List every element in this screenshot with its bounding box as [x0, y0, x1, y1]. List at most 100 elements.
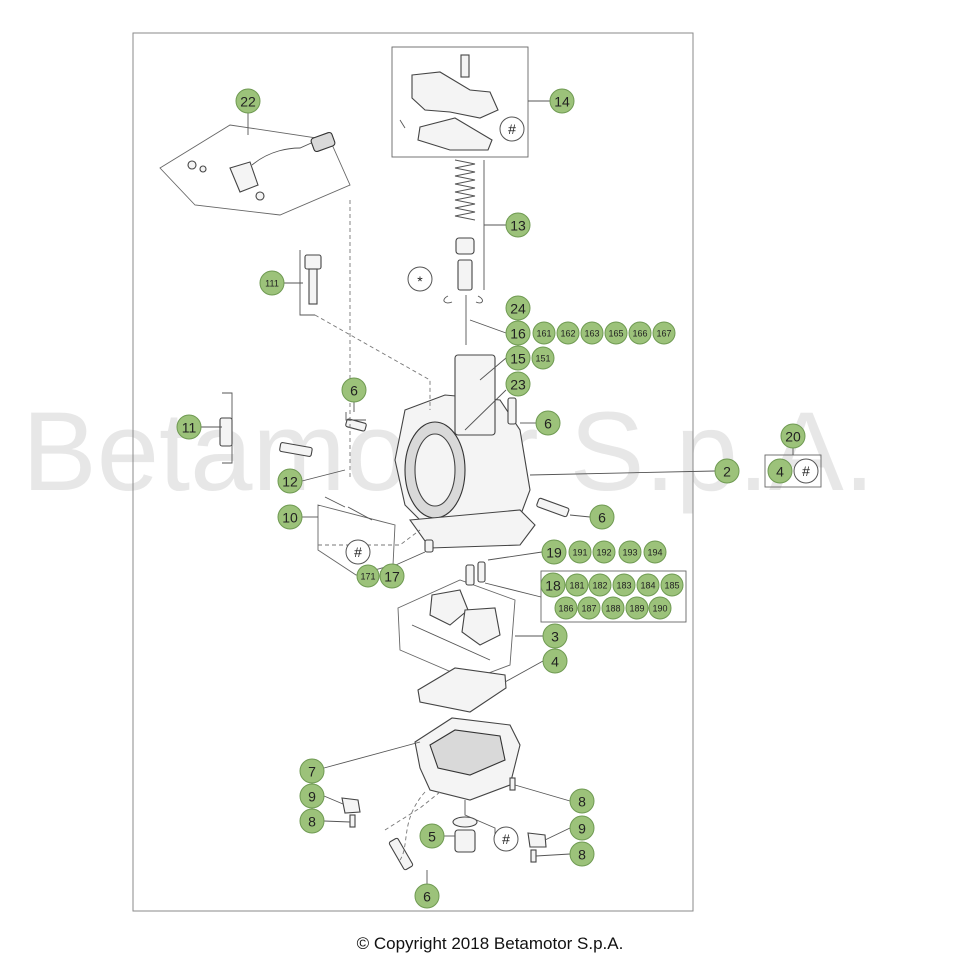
- callout-c7[interactable]: 7: [299, 758, 325, 784]
- callout-label: 7: [308, 764, 316, 780]
- callout-c6a[interactable]: 6: [341, 377, 367, 403]
- callout-c24[interactable]: 24: [505, 295, 531, 321]
- mark-label: #: [802, 463, 810, 479]
- diagram-frame: [132, 32, 694, 912]
- callout-c190[interactable]: 190: [648, 596, 672, 620]
- screws-and-brackets: [341, 777, 547, 863]
- callout-label: 185: [664, 581, 679, 591]
- callout-c188[interactable]: 188: [601, 596, 625, 620]
- callout-c193[interactable]: 193: [618, 540, 642, 564]
- mark-layer: #*###: [345, 116, 819, 852]
- callout-label: 161: [536, 329, 551, 339]
- callout-c184[interactable]: 184: [636, 573, 660, 597]
- callout-c23[interactable]: 23: [505, 371, 531, 397]
- callout-c187[interactable]: 187: [577, 596, 601, 620]
- callout-c6d[interactable]: 6: [414, 883, 440, 909]
- callout-c185[interactable]: 185: [660, 573, 684, 597]
- callout-label: 5: [428, 829, 436, 845]
- callout-c6c[interactable]: 6: [589, 504, 615, 530]
- callout-c8c[interactable]: 8: [569, 841, 595, 867]
- part-22-sensor-cable: [187, 131, 336, 201]
- callout-c186[interactable]: 186: [554, 596, 578, 620]
- callout-c5[interactable]: 5: [419, 823, 445, 849]
- callout-label: 6: [423, 889, 431, 905]
- callout-label: 190: [652, 604, 667, 614]
- callout-c12[interactable]: 12: [277, 468, 303, 494]
- part-14-top-cover: [399, 54, 499, 151]
- callout-label: 8: [578, 794, 586, 810]
- callout-c14[interactable]: 14: [549, 88, 575, 114]
- callout-c9b[interactable]: 9: [569, 815, 595, 841]
- callout-c111[interactable]: 111: [259, 270, 285, 296]
- callout-c192[interactable]: 192: [592, 540, 616, 564]
- callout-c16[interactable]: 16: [505, 320, 531, 346]
- callout-c2[interactable]: 2: [714, 458, 740, 484]
- callout-c8a[interactable]: 8: [569, 788, 595, 814]
- part-111-choke: [304, 254, 322, 305]
- mark-label: #: [354, 544, 362, 560]
- callout-c183[interactable]: 183: [612, 573, 636, 597]
- callout-c151[interactable]: 151: [531, 346, 555, 370]
- callout-c4[interactable]: 4: [542, 648, 568, 674]
- callout-label: 189: [629, 604, 644, 614]
- callout-label: 18: [545, 578, 561, 594]
- callout-label: 163: [584, 329, 599, 339]
- callout-c13[interactable]: 13: [505, 212, 531, 238]
- callout-c162[interactable]: 162: [556, 321, 580, 345]
- callout-c191[interactable]: 191: [568, 540, 592, 564]
- callout-c166[interactable]: 166: [628, 321, 652, 345]
- callout-c11[interactable]: 11: [176, 414, 202, 440]
- callout-c189[interactable]: 189: [625, 596, 649, 620]
- callout-c171[interactable]: 171: [356, 564, 380, 588]
- callout-label: 194: [647, 548, 662, 558]
- group-box-14: [391, 46, 529, 158]
- callout-c167[interactable]: 167: [652, 321, 676, 345]
- callout-label: 6: [598, 510, 606, 526]
- callout-c165[interactable]: 165: [604, 321, 628, 345]
- callout-label: 20: [785, 429, 801, 445]
- callout-label: 111: [265, 279, 279, 289]
- callout-label: 19: [546, 545, 562, 561]
- callout-c181[interactable]: 181: [565, 573, 589, 597]
- mark-m5: #: [493, 826, 519, 852]
- callout-c17[interactable]: 17: [379, 563, 405, 589]
- callout-c161[interactable]: 161: [532, 321, 556, 345]
- mark-m14: #: [499, 116, 525, 142]
- group-box-22: [159, 124, 351, 216]
- callout-c10[interactable]: 10: [277, 504, 303, 530]
- part-3-float: [411, 589, 501, 661]
- callout-label: 6: [350, 383, 358, 399]
- callout-c182[interactable]: 182: [588, 573, 612, 597]
- callout-label: 12: [282, 474, 298, 490]
- callout-label: 188: [605, 604, 620, 614]
- callout-c8b[interactable]: 8: [299, 808, 325, 834]
- callout-c20[interactable]: 20: [780, 423, 806, 449]
- callout-label: 162: [560, 329, 575, 339]
- callout-c15[interactable]: 15: [505, 345, 531, 371]
- callout-label: 11: [182, 420, 197, 436]
- callout-label: 24: [510, 301, 526, 317]
- callout-c22[interactable]: 22: [235, 88, 261, 114]
- callout-label: 9: [578, 821, 586, 837]
- callout-c194[interactable]: 194: [643, 540, 667, 564]
- callout-c4b[interactable]: 4: [767, 458, 793, 484]
- callout-label: 183: [616, 581, 631, 591]
- callout-label: 8: [578, 847, 586, 863]
- callout-label: 184: [640, 581, 655, 591]
- callout-label: 14: [554, 94, 570, 110]
- callout-c9a[interactable]: 9: [299, 783, 325, 809]
- callout-c19[interactable]: 19: [541, 539, 567, 565]
- callout-label: 4: [551, 654, 559, 670]
- callout-c3[interactable]: 3: [542, 623, 568, 649]
- part-13-spring: [454, 159, 476, 345]
- callout-label: 13: [510, 218, 526, 234]
- part-5-drain-plug: [452, 816, 478, 853]
- callout-c18[interactable]: 18: [540, 572, 566, 598]
- callout-c6b[interactable]: 6: [535, 410, 561, 436]
- callout-label: 22: [240, 94, 256, 110]
- callout-c163[interactable]: 163: [580, 321, 604, 345]
- callout-label: 187: [581, 604, 596, 614]
- callout-label: 165: [608, 329, 623, 339]
